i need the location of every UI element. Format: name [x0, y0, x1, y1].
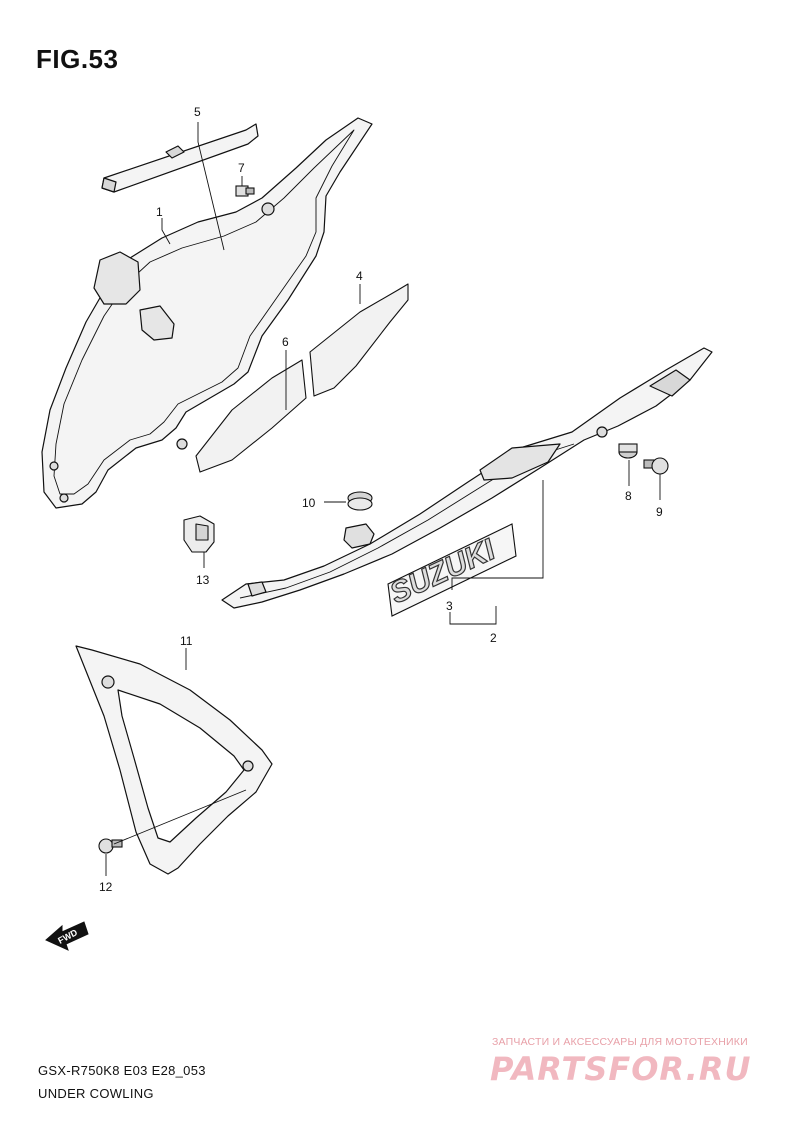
callout-13: 13 [196, 573, 210, 587]
part-11-inner-cover [75, 645, 273, 875]
part-12-screw [98, 838, 123, 854]
callout-11: 11 [180, 634, 193, 648]
callout-7: 7 [238, 161, 245, 175]
callout-3: 3 [446, 599, 453, 613]
section-name: UNDER COWLING [38, 1086, 154, 1101]
fwd-arrow-icon: FWD [45, 921, 89, 951]
callout-10: 10 [302, 496, 316, 510]
part-9-screw [643, 457, 669, 475]
watermark-logo: PARTSFOR.RU [490, 1050, 752, 1088]
part-8-grommet [618, 443, 638, 459]
callout-1: 1 [156, 205, 163, 219]
callout-8: 8 [625, 489, 632, 503]
callout-5: 5 [194, 105, 201, 119]
callout-12: 12 [99, 880, 113, 894]
model-code: GSX-R750K8 E03 E28_053 [38, 1063, 206, 1078]
callout-6: 6 [282, 335, 289, 349]
figure-title: FIG.53 [36, 44, 119, 74]
part-4-pad [309, 283, 409, 397]
callout-4: 4 [356, 269, 363, 283]
part-5-cushion [101, 123, 259, 193]
part-10-grommet [347, 491, 373, 511]
part-1-under-cowling-upper [41, 117, 373, 509]
part-6-pad [195, 359, 307, 473]
callout-9: 9 [656, 505, 663, 519]
callout-numbers: 1 5 7 4 6 8 9 10 13 3 2 11 12 [99, 105, 663, 894]
watermark-caption: ЗАПЧАСТИ И АКСЕССУАРЫ ДЛЯ МОТОТЕХНИКИ [492, 1036, 748, 1048]
part-7-screw [235, 185, 255, 197]
callout-2: 2 [490, 631, 497, 645]
part-13-clip-nut [183, 515, 215, 553]
leader-lines [105, 122, 661, 876]
part-2-under-cowling-lower [221, 347, 713, 609]
